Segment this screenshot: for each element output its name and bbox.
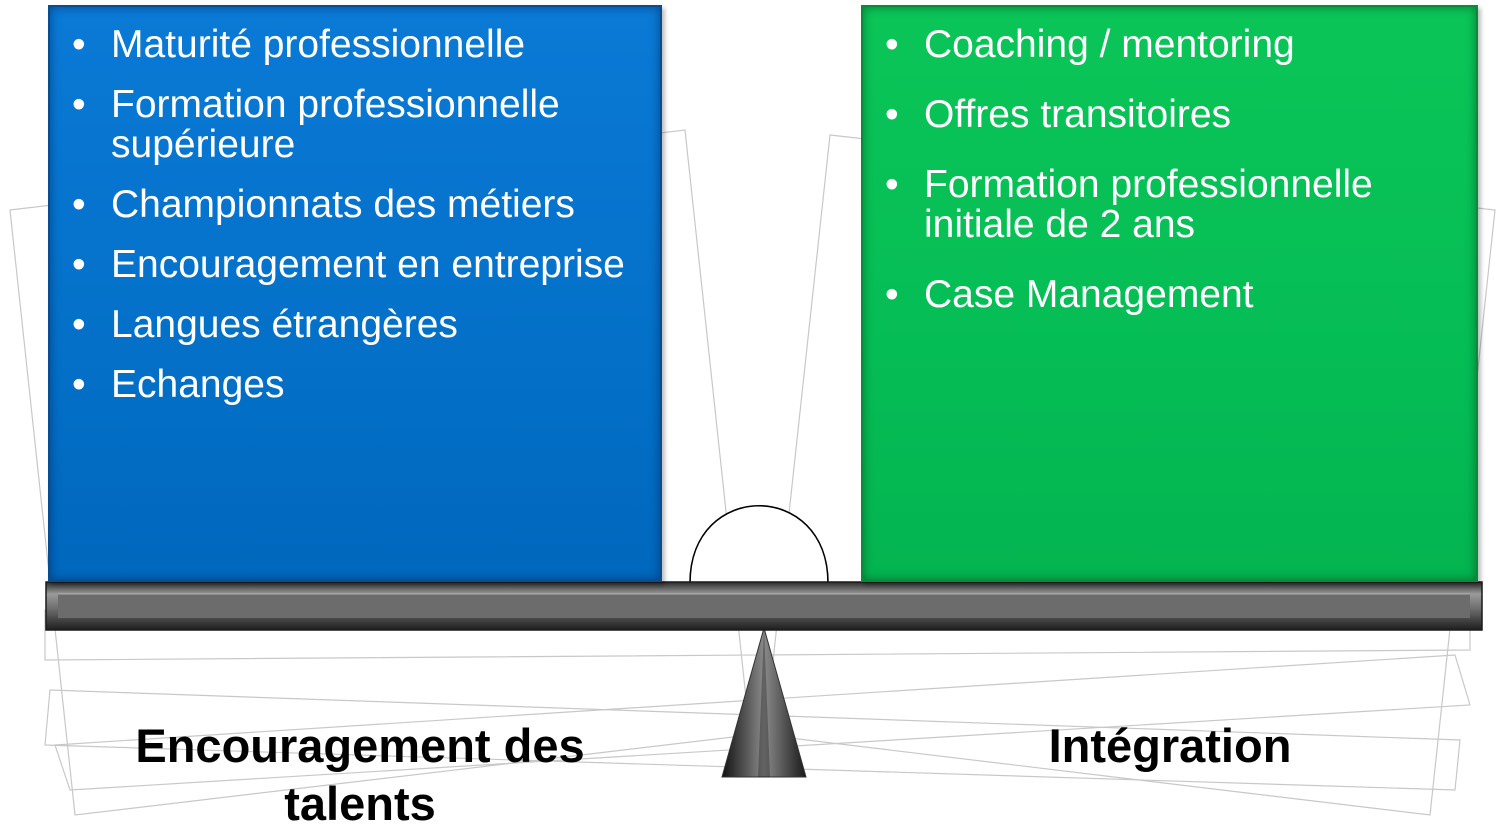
bullet-icon: • bbox=[72, 243, 86, 286]
list-item-text: Formation professionnelle initiale de 2 … bbox=[924, 163, 1373, 246]
bullet-icon: • bbox=[72, 363, 86, 406]
bullet-icon: • bbox=[72, 23, 86, 66]
talent-promotion-label: Encouragement des talents bbox=[135, 719, 585, 830]
list-item-text: Championnats des métiers bbox=[111, 183, 575, 226]
bullet-icon: • bbox=[885, 163, 899, 206]
list-item-text: Case Management bbox=[924, 273, 1254, 316]
integration-box: • Coaching / mentoring • Offres transitoir… bbox=[861, 5, 1478, 582]
list-item: • Formation professionnelle supérieure bbox=[72, 85, 646, 165]
list-item: • Langues étrangères bbox=[72, 305, 646, 345]
list-item: • Championnats des métiers bbox=[72, 185, 646, 225]
list-item-text: Maturité professionnelle bbox=[111, 23, 526, 66]
list-item: • Echanges bbox=[72, 365, 646, 405]
list-item: • Offres transitoires bbox=[885, 95, 1462, 135]
bullet-icon: • bbox=[885, 23, 899, 66]
integration-list: • Coaching / mentoring • Offres transitoir… bbox=[885, 25, 1462, 315]
list-item: • Encouragement en entreprise bbox=[72, 245, 646, 285]
list-item-text: Echanges bbox=[111, 363, 285, 406]
bullet-icon: • bbox=[72, 83, 86, 126]
list-item-text: Offres transitoires bbox=[924, 93, 1232, 136]
bullet-icon: • bbox=[72, 183, 86, 226]
list-item-text: Encouragement en entreprise bbox=[111, 243, 625, 286]
list-item-text: Langues étrangères bbox=[111, 303, 458, 346]
dome-shape bbox=[689, 505, 829, 584]
list-item: • Coaching / mentoring bbox=[885, 25, 1462, 65]
list-item: • Case Management bbox=[885, 275, 1462, 315]
list-item: • Maturité professionnelle bbox=[72, 25, 646, 65]
pivot-icon bbox=[721, 626, 807, 778]
list-item-text: Coaching / mentoring bbox=[924, 23, 1295, 66]
talent-promotion-list: • Maturité professionnelle • Formation pro… bbox=[72, 25, 646, 405]
bullet-icon: • bbox=[72, 303, 86, 346]
bullet-icon: • bbox=[885, 93, 899, 136]
talent-promotion-box: • Maturité professionnelle • Formation pro… bbox=[48, 5, 662, 582]
list-item: • Formation professionnelle initiale de 2… bbox=[885, 165, 1462, 245]
list-item-text: Formation professionnelle supérieure bbox=[111, 83, 560, 166]
balance-beam bbox=[45, 581, 1483, 631]
integration-label: Intégration bbox=[1048, 719, 1292, 772]
bullet-icon: • bbox=[885, 273, 899, 316]
